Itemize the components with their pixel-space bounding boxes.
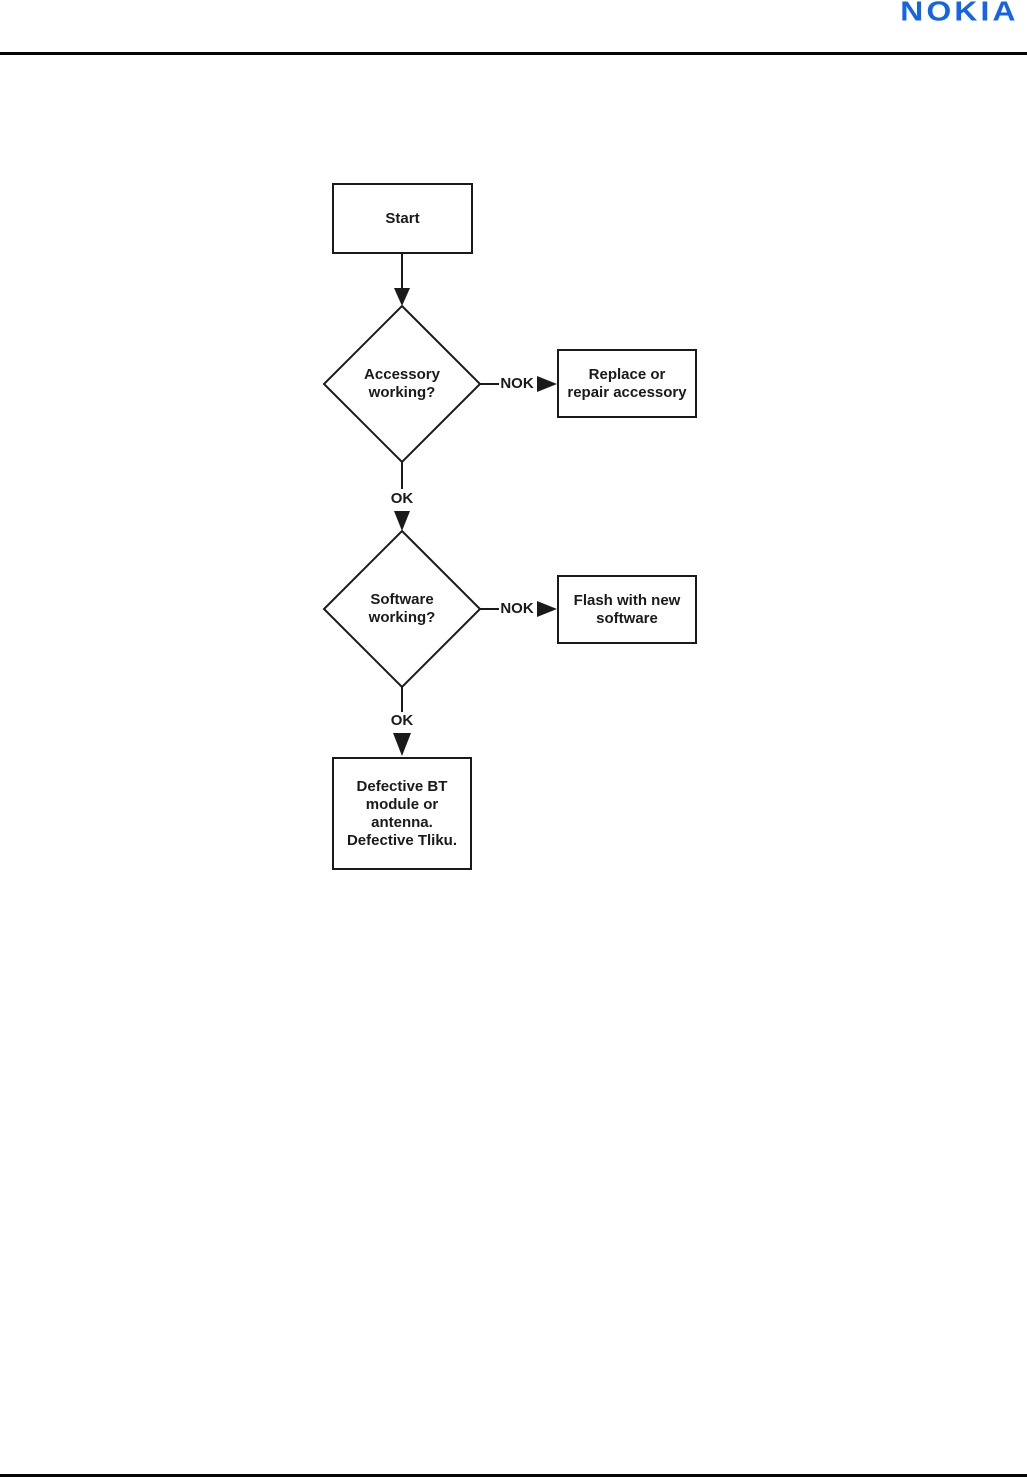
start-label: Start [385,209,420,227]
header-divider-line [0,52,1027,55]
flowchart-defective-result-box: Defective BT module or antenna. Defectiv… [332,757,472,870]
arrowhead-right-icon [537,601,557,617]
flash-software-label: Flash with new software [573,591,681,627]
ok-label-accessory: OK [390,490,414,507]
accessory-working-label: Accessory working? [364,366,440,401]
flowchart-replace-accessory-box: Replace or repair accessory [557,349,697,418]
arrowhead-down-icon [394,288,410,306]
arrowhead-down-icon [393,733,411,756]
defective-result-label: Defective BT module or antenna. Defectiv… [346,777,458,849]
arrowhead-down-icon [394,511,410,531]
flowchart-flash-software-box: Flash with new software [557,575,697,644]
ok-label-software: OK [390,712,414,729]
arrowhead-right-icon [537,376,557,392]
replace-accessory-label: Replace or repair accessory [567,365,687,401]
flowchart-start-box: Start [332,183,473,254]
footer-divider-line [0,1474,1027,1477]
nok-label-software: NOK [500,600,534,617]
software-working-label: Software working? [368,591,436,626]
nokia-logo: NOKIA [900,0,1019,28]
nok-label-accessory: NOK [500,375,534,392]
